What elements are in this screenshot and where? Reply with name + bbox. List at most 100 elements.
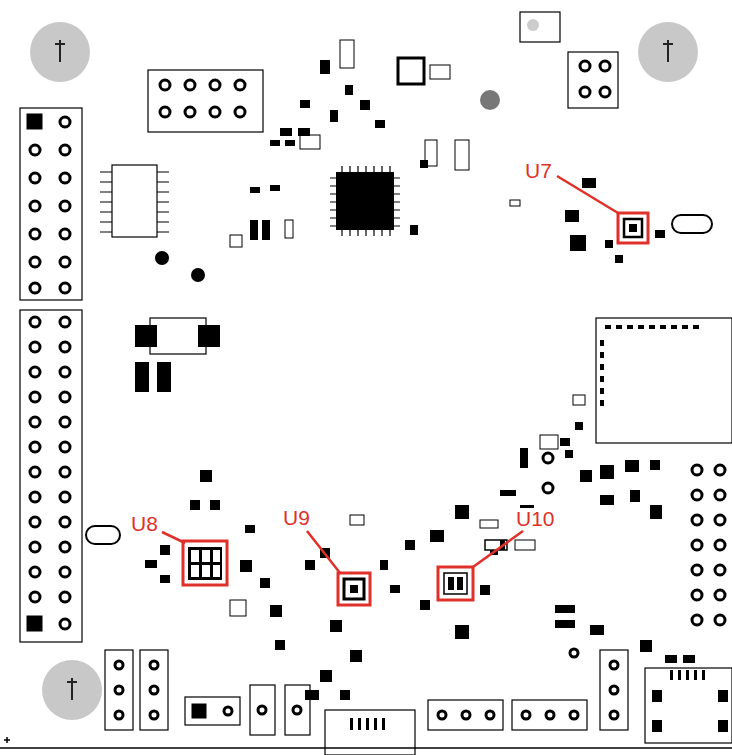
smd-part: [145, 60, 695, 700]
smd-part: [570, 235, 586, 251]
header-pin: [235, 107, 245, 117]
leader-line: [162, 176, 618, 573]
header-pin: [30, 145, 40, 155]
module-pad: [649, 325, 655, 329]
callout-label: U10: [515, 508, 556, 529]
usb-connector: [670, 670, 673, 680]
header-pin: [580, 61, 590, 71]
module-pad: [600, 388, 604, 394]
pin-header: [20, 108, 82, 300]
ic-pin: [394, 178, 400, 226]
smd-part: [410, 225, 418, 235]
connector-pin: [522, 711, 530, 719]
mounting-hole: [42, 660, 102, 720]
mounting-hole: [30, 22, 90, 82]
ic-pin: [342, 230, 390, 236]
header-pin: [692, 615, 702, 625]
smd-part: [305, 560, 315, 570]
highlight-box: [183, 213, 648, 605]
header-pin: [692, 490, 702, 500]
smd-part: [305, 690, 319, 700]
highlight-box: [618, 213, 648, 243]
connector-pin: [193, 705, 205, 717]
smd-outline: [300, 135, 320, 149]
smd-outline: [540, 435, 558, 449]
header-pin: [30, 229, 40, 239]
smd-outline: [340, 40, 354, 68]
header-pin: [692, 465, 702, 475]
crystal: [672, 215, 712, 233]
u8-chip: [202, 565, 210, 577]
header-pin: [580, 87, 590, 97]
module-pad: [600, 325, 699, 406]
header-pin: [60, 201, 70, 211]
header-pin: [692, 540, 702, 550]
hole-mark: [55, 40, 65, 62]
u8-chip: [188, 547, 222, 580]
header-pin: [30, 367, 40, 377]
u9-chip: [344, 579, 364, 599]
smd-outline: [230, 40, 585, 616]
module-pad: [693, 325, 699, 329]
smd-part: [575, 422, 583, 430]
module-pad: [671, 325, 677, 329]
module-pad: [627, 325, 633, 329]
header-pin: [715, 615, 725, 625]
header-pin: [600, 87, 610, 97]
smd-part: [650, 460, 660, 470]
usb-connector: [366, 718, 369, 730]
connector: [512, 700, 587, 730]
smd-outline: [430, 65, 450, 79]
power-component: [157, 362, 171, 392]
header-pin: [30, 392, 40, 402]
smd-part: [625, 460, 639, 472]
connector-pin: [258, 706, 266, 714]
u8-chip: [191, 565, 199, 577]
smd-outline: [425, 140, 437, 166]
smd-part: [160, 545, 170, 555]
callout-label: U8: [130, 513, 159, 534]
header-pin: [715, 490, 725, 500]
smd-part: [320, 60, 330, 74]
test-point: [191, 268, 205, 282]
u8-chip: [191, 550, 199, 562]
header-pin: [185, 80, 195, 90]
callout-label: U7: [524, 160, 553, 181]
u8-chip: [213, 550, 220, 562]
smd-part: [240, 560, 252, 572]
smd-part: [683, 655, 695, 663]
header-pin: [30, 317, 40, 327]
smd-part: [600, 495, 614, 505]
header-pin: [715, 465, 725, 475]
smd-part: [300, 100, 310, 108]
test-point: [155, 19, 539, 282]
highlight-box: [438, 567, 473, 600]
u10-chip: [444, 573, 467, 594]
usb-connector: [652, 720, 662, 732]
smd-part: [145, 560, 157, 568]
smd-part: [345, 85, 353, 95]
test-point: [480, 90, 500, 110]
header-pin: [30, 201, 40, 211]
power-component: [135, 325, 157, 347]
connector-pin: [150, 686, 158, 694]
u7-chip: [624, 219, 642, 237]
usb-connector: [374, 718, 377, 730]
highlight-box: [338, 573, 370, 605]
connector-pin: [570, 711, 578, 719]
smd-part: [455, 625, 469, 639]
connector-pin: [115, 661, 123, 669]
leader-line: [557, 176, 618, 213]
header-pin: [715, 565, 725, 575]
u8-chip: [188, 547, 222, 580]
smd-part: [430, 530, 444, 542]
connector: [250, 685, 275, 735]
smd-part: [250, 220, 258, 240]
header-pin: [60, 117, 70, 127]
smd-part: [420, 600, 430, 610]
smd-part: [375, 120, 385, 128]
smd-part: [500, 490, 516, 496]
smd-part: [280, 128, 292, 136]
smd-part: [665, 655, 677, 663]
